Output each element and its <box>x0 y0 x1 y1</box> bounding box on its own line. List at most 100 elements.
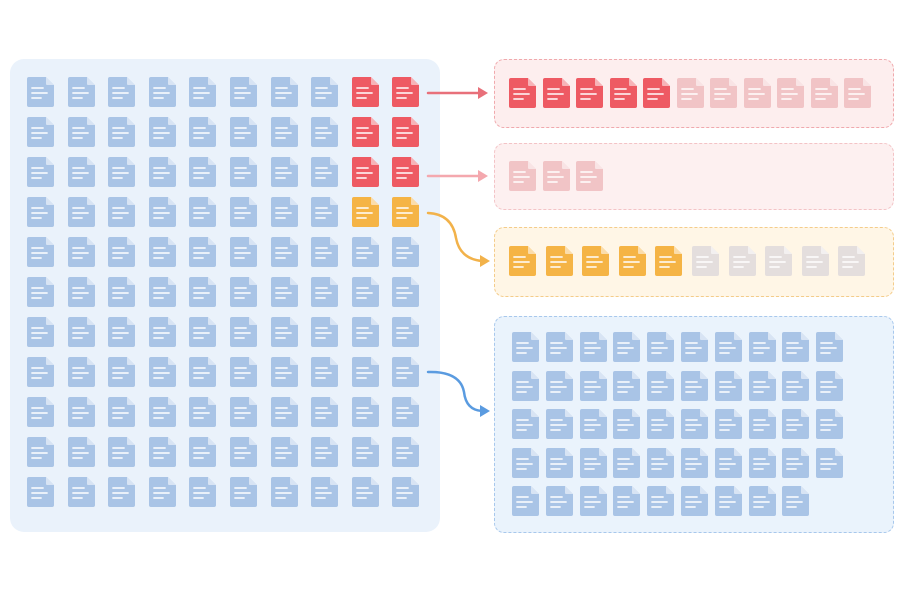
document-icon <box>189 157 217 187</box>
document-icon <box>270 357 298 387</box>
document-icon <box>311 77 339 107</box>
document-icon <box>67 357 95 387</box>
document-icon <box>311 277 339 307</box>
document-icon <box>108 237 136 267</box>
document-icon <box>838 246 866 276</box>
document-icon <box>27 117 54 147</box>
document-icon <box>148 157 176 187</box>
document-icon <box>351 477 379 507</box>
document-icon <box>392 77 420 107</box>
document-icon <box>108 197 136 227</box>
document-icon <box>67 277 95 307</box>
document-icon <box>782 370 810 401</box>
document-icon <box>270 77 298 107</box>
document-icon <box>108 157 136 187</box>
document-icon <box>714 486 742 516</box>
document-icon <box>545 370 573 401</box>
document-icon <box>189 277 217 307</box>
document-icon <box>108 357 136 387</box>
document-icon <box>311 437 339 467</box>
document-icon <box>728 246 756 276</box>
document-icon <box>27 437 54 467</box>
document-icon <box>392 477 420 507</box>
document-icon <box>844 78 871 108</box>
document-icon <box>148 197 176 227</box>
document-icon <box>392 277 420 307</box>
document-icon <box>801 246 829 276</box>
document-icon <box>579 370 607 401</box>
document-icon <box>148 397 176 427</box>
document-icon <box>748 486 776 516</box>
document-icon <box>148 237 176 267</box>
arrowhead-icon <box>480 405 490 417</box>
document-icon <box>782 409 810 439</box>
document-icon <box>67 197 95 227</box>
document-icon <box>189 397 217 427</box>
document-icon <box>392 437 420 467</box>
document-icon <box>351 77 379 107</box>
document-icon <box>311 317 339 347</box>
document-icon <box>67 477 95 507</box>
document-icon <box>270 437 298 467</box>
document-icon <box>230 77 257 107</box>
document-icon <box>108 477 136 507</box>
document-icon <box>270 477 298 507</box>
document-icon <box>782 486 810 516</box>
document-icon <box>512 332 539 362</box>
document-icon <box>108 277 136 307</box>
document-icon <box>148 277 176 307</box>
document-icon <box>743 78 771 108</box>
document-icon <box>545 409 573 439</box>
arrowhead-icon <box>478 87 488 99</box>
document-icon <box>392 237 420 267</box>
document-icon <box>351 117 379 147</box>
document-icon <box>67 157 95 187</box>
document-icon <box>542 78 570 108</box>
document-icon <box>392 157 420 187</box>
source-document-grid <box>10 59 440 532</box>
document-icon <box>189 77 217 107</box>
document-icon <box>392 397 420 427</box>
document-icon <box>512 409 539 439</box>
document-icon <box>613 486 641 516</box>
document-icon <box>545 332 573 362</box>
document-icon <box>509 161 536 191</box>
document-icon <box>392 197 420 227</box>
document-icon <box>392 357 420 387</box>
document-icon <box>647 486 675 516</box>
document-icon <box>351 277 379 307</box>
document-icon <box>618 246 646 276</box>
document-icon <box>230 357 257 387</box>
document-icon <box>108 397 136 427</box>
document-icon <box>777 78 804 108</box>
document-icon <box>714 447 742 478</box>
document-icon <box>676 78 704 108</box>
document-icon <box>509 78 536 108</box>
arrowhead-icon <box>480 255 490 267</box>
document-icon <box>230 157 257 187</box>
document-icon <box>392 117 420 147</box>
document-icon <box>27 157 54 187</box>
document-icon <box>148 477 176 507</box>
document-icon <box>782 332 810 362</box>
document-icon <box>692 246 719 276</box>
document-icon <box>576 78 603 108</box>
document-icon <box>582 246 610 276</box>
document-icon <box>67 77 95 107</box>
document-icon <box>311 197 339 227</box>
document-icon <box>647 409 675 439</box>
document-icon <box>189 437 217 467</box>
document-icon <box>714 332 742 362</box>
document-icon <box>27 317 54 347</box>
arrowhead-icon <box>478 170 488 182</box>
document-icon <box>613 447 641 478</box>
document-icon <box>392 317 420 347</box>
document-icon <box>230 397 257 427</box>
document-icon <box>311 117 339 147</box>
document-icon <box>27 237 54 267</box>
document-icon <box>816 370 844 401</box>
document-icon <box>579 409 607 439</box>
document-icon <box>681 447 708 478</box>
document-icon <box>579 486 607 516</box>
document-icon <box>613 409 641 439</box>
